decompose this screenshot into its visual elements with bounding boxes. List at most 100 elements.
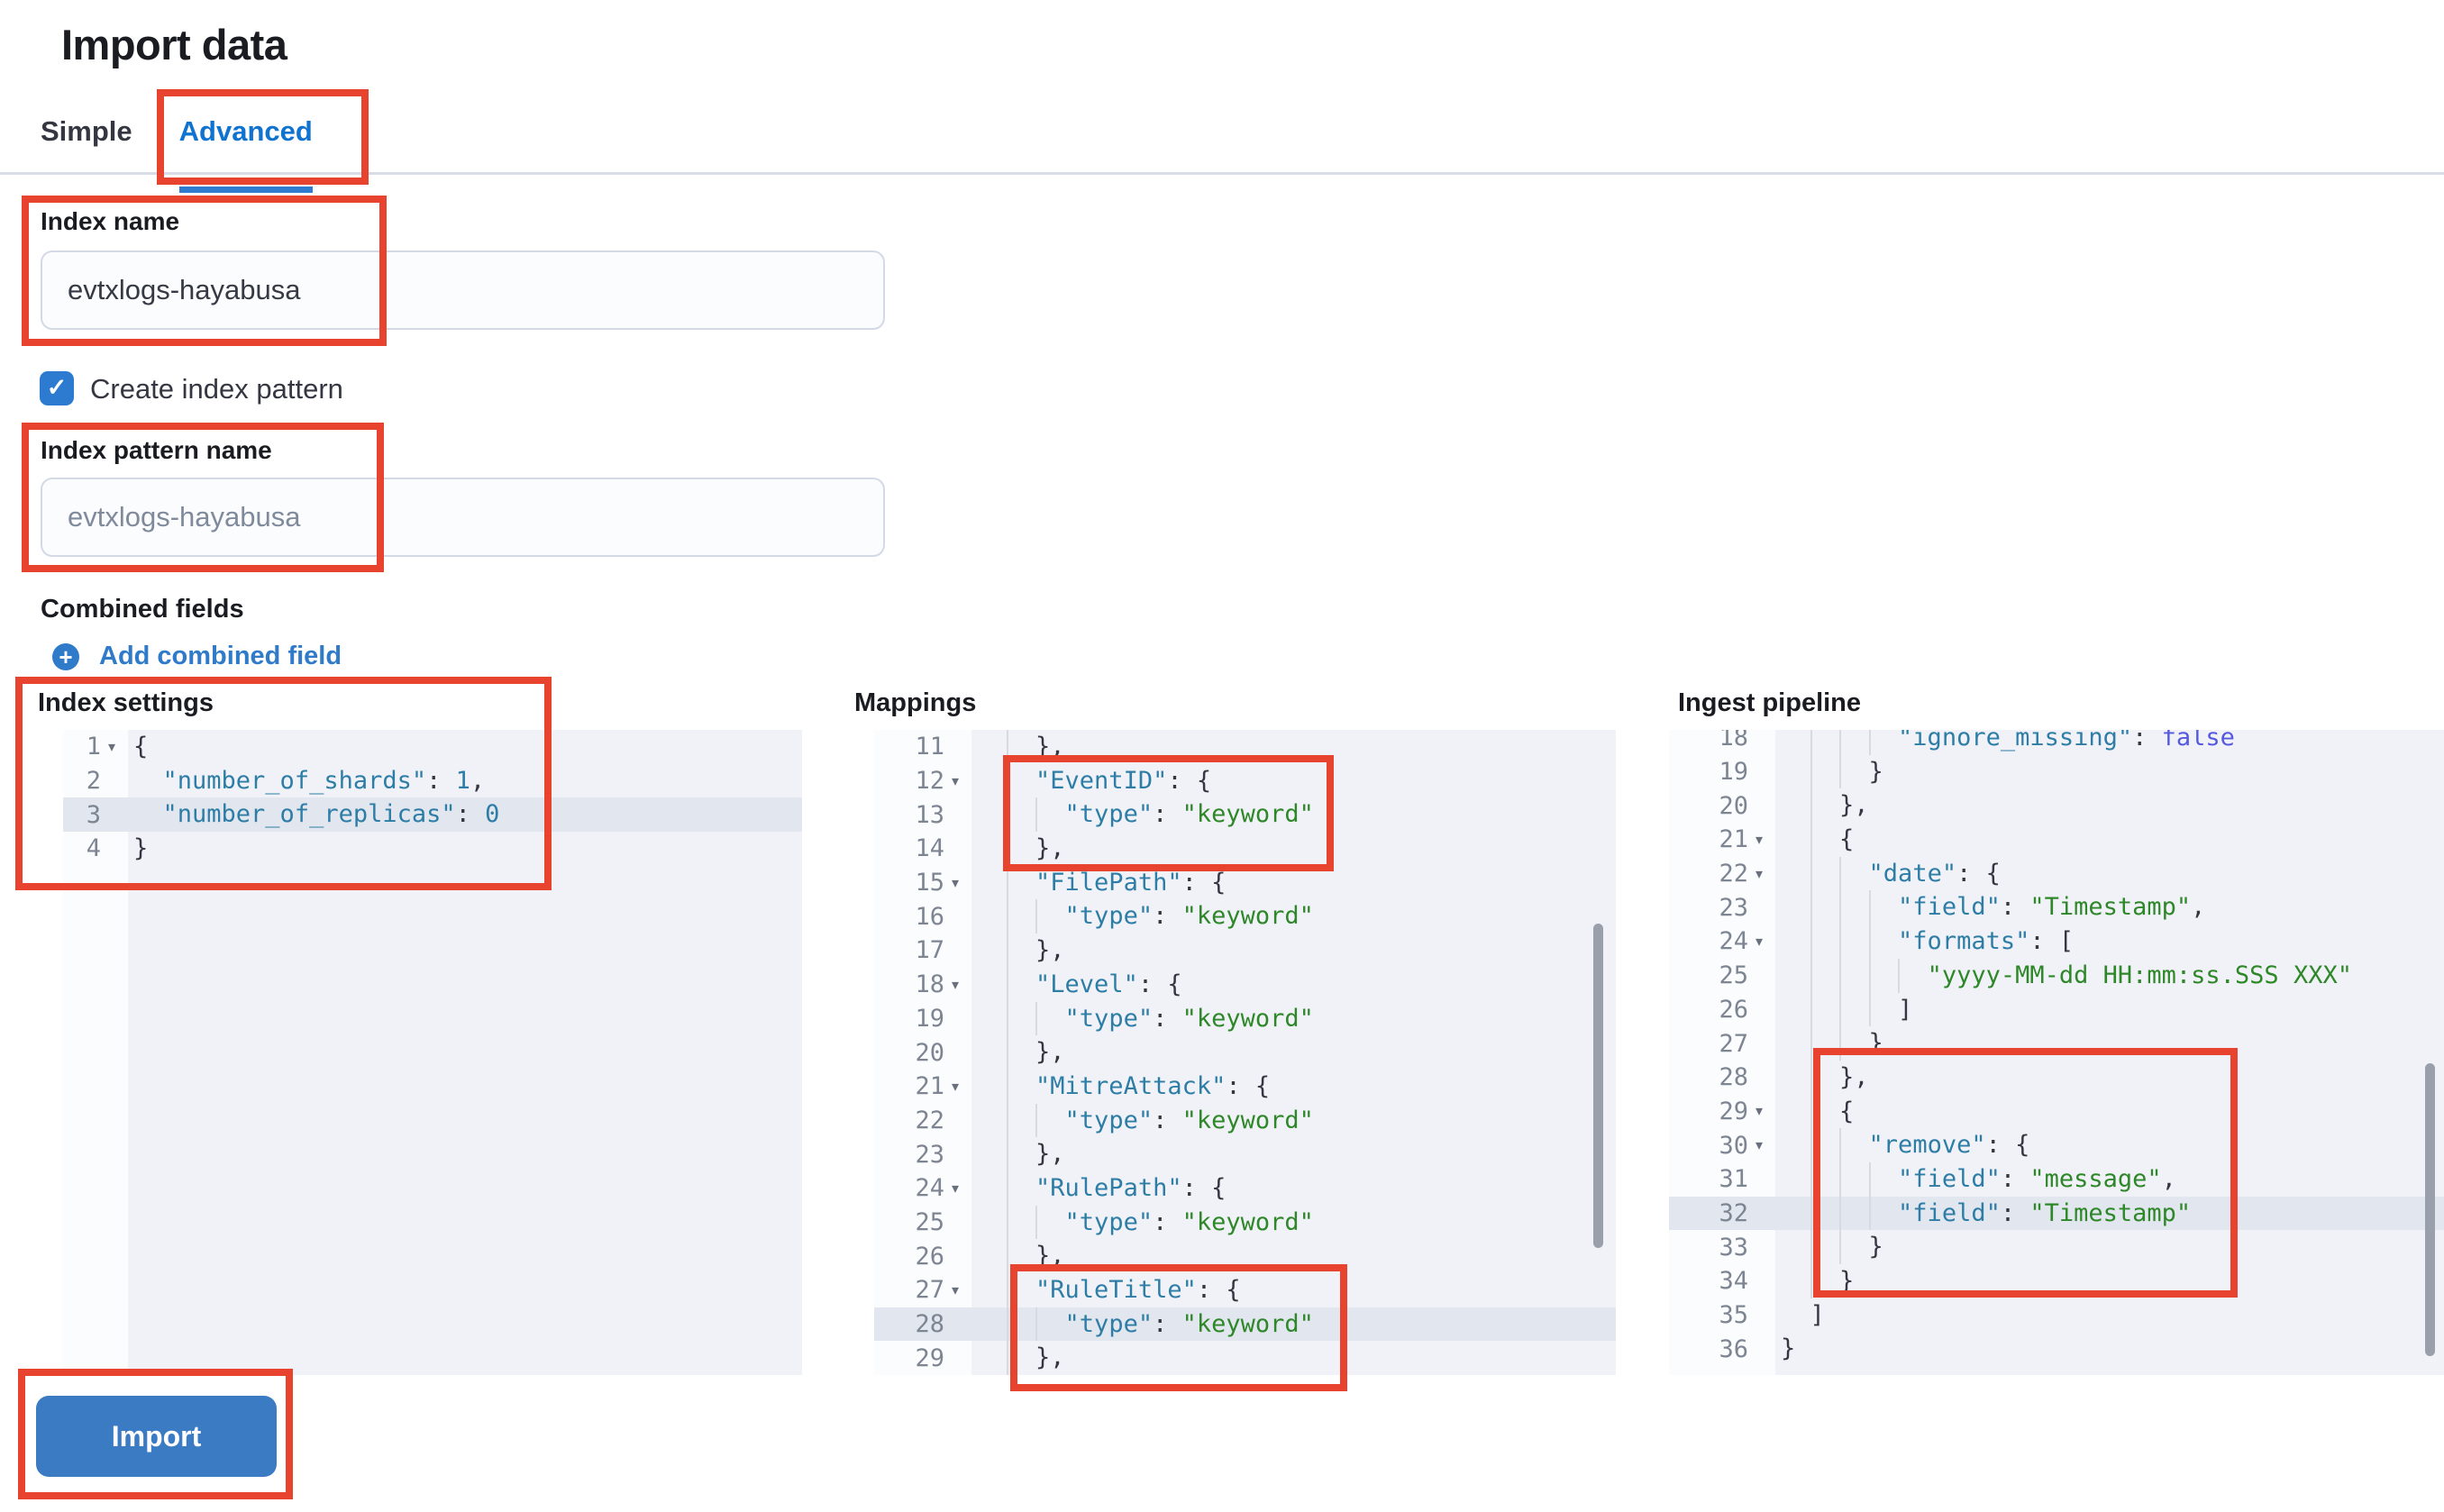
fold-arrow-icon[interactable]: ▾	[951, 875, 960, 891]
indent-guide	[1810, 992, 1812, 1027]
fold-arrow-icon[interactable]: ▾	[107, 739, 116, 755]
indent-guide	[1006, 1170, 1008, 1206]
fold-arrow-icon[interactable]: ▾	[951, 1282, 960, 1298]
code-line-12: 12▾ "EventID": {	[874, 763, 1616, 798]
line-number: 11	[915, 733, 944, 761]
indent-guide	[1839, 992, 1842, 1027]
code-line-20: 20 },	[874, 1035, 1616, 1070]
code-line-25: 25 "yyyy-MM-dd HH:mm:ss.SSS XXX"	[1669, 958, 2444, 993]
indent-guide	[1006, 1069, 1008, 1104]
indent-guide	[1810, 1026, 1812, 1061]
indent-guide	[1006, 967, 1008, 1002]
indent-guide	[1810, 1094, 1812, 1129]
index-name-input[interactable]	[41, 250, 885, 330]
fold-arrow-icon[interactable]: ▾	[951, 1079, 960, 1095]
line-number: 30	[1719, 1131, 1748, 1160]
indent-guide	[1868, 1161, 1871, 1197]
code-line-3: 3 "number_of_replicas": 0	[63, 797, 802, 833]
add-combined-field-button[interactable]: + Add combined field	[52, 642, 342, 671]
indent-guide	[1839, 1230, 1842, 1264]
indent-guide	[1868, 890, 1871, 925]
line-number: 19	[915, 1004, 944, 1033]
code-line-22: 22▾ "date": {	[1669, 856, 2444, 891]
indent-guide	[1006, 763, 1008, 798]
line-number: 26	[915, 1242, 944, 1271]
fold-arrow-icon[interactable]: ▾	[1755, 1104, 1764, 1120]
indent-guide	[1035, 797, 1038, 833]
indent-guide	[1868, 992, 1871, 1027]
code-line-23: 23 },	[874, 1137, 1616, 1171]
indent-guide	[1035, 899, 1038, 934]
code-line-32: 32 "field": "Timestamp"	[1669, 1196, 2444, 1231]
indent-guide	[1868, 958, 1871, 993]
line-number: 1	[86, 733, 101, 761]
fold-arrow-icon[interactable]: ▾	[1755, 1138, 1764, 1154]
line-number: 22	[1719, 860, 1748, 888]
line-number: 25	[1719, 961, 1748, 990]
code-line-28: 28 "type": "keyword"	[874, 1307, 1616, 1342]
code-line-34: 34 }	[1669, 1264, 2444, 1298]
line-number: 28	[1719, 1063, 1748, 1092]
code-line-19: 19 "type": "keyword"	[874, 1001, 1616, 1036]
indent-guide	[1006, 1035, 1008, 1070]
tab-advanced[interactable]: Advanced	[178, 115, 314, 193]
add-combined-field-label: Add combined field	[99, 642, 342, 670]
code-line-31: 31 "field": "message",	[1669, 1161, 2444, 1197]
fold-arrow-icon[interactable]: ▾	[951, 773, 960, 789]
code-line-24: 24▾ "formats": [	[1669, 925, 2444, 959]
code-line-27: 27▾ "RuleTitle": {	[874, 1273, 1616, 1307]
fold-arrow-icon[interactable]: ▾	[951, 977, 960, 993]
index-settings-editor[interactable]: 1▾{2 "number_of_shards": 1,3 "number_of_…	[63, 730, 802, 1375]
line-number: 13	[915, 800, 944, 829]
fold-arrow-icon[interactable]: ▾	[1755, 832, 1764, 848]
tab-simple[interactable]: Simple	[41, 115, 132, 147]
line-number: 18	[1719, 730, 1748, 752]
indent-guide	[1006, 1001, 1008, 1036]
line-number: 21	[915, 1072, 944, 1101]
page-title: Import data	[61, 21, 287, 68]
mappings-editor[interactable]: 11 },12▾ "EventID": {13 "type": "keyword…	[874, 730, 1616, 1375]
indent-guide	[1810, 730, 1812, 755]
code-line-15: 15▾ "FilePath": {	[874, 865, 1616, 900]
indent-guide	[1810, 925, 1812, 959]
code-line-2: 2 "number_of_shards": 1,	[86, 766, 486, 796]
code-rows: 11 },12▾ "EventID": {13 "type": "keyword…	[874, 730, 1616, 1375]
indent-guide	[1810, 823, 1812, 857]
line-number: 16	[915, 902, 944, 931]
ingest-pipeline-scrollbar[interactable]	[2425, 1063, 2435, 1356]
code-line-19: 19 }	[1669, 754, 2444, 789]
indent-guide	[1839, 925, 1842, 959]
fold-arrow-icon[interactable]: ▾	[1755, 866, 1764, 882]
tab-bar: Simple Advanced	[41, 115, 314, 193]
indent-guide	[1839, 1196, 1842, 1231]
indent-guide	[1006, 1205, 1008, 1240]
line-number: 34	[1719, 1267, 1748, 1296]
indent-guide	[1839, 1128, 1842, 1162]
code-line-24: 24▾ "RulePath": {	[874, 1170, 1616, 1206]
create-index-pattern-checkbox[interactable]: ✓	[40, 371, 74, 405]
line-number: 18	[915, 970, 944, 999]
import-button[interactable]: Import	[36, 1396, 277, 1477]
indent-guide	[1035, 1205, 1038, 1240]
line-number: 20	[915, 1038, 944, 1067]
indent-guide	[1006, 865, 1008, 900]
line-number: 2	[86, 767, 101, 796]
line-number: 36	[1719, 1334, 1748, 1363]
code-line-17: 17 },	[874, 934, 1616, 968]
line-number: 25	[915, 1207, 944, 1236]
line-number: 17	[915, 936, 944, 965]
line-number: 27	[915, 1276, 944, 1305]
indent-guide	[1810, 754, 1812, 789]
mappings-scrollbar[interactable]	[1593, 924, 1603, 1248]
line-number: 4	[86, 834, 101, 863]
line-number: 20	[1719, 791, 1748, 820]
index-pattern-name-input[interactable]	[41, 478, 885, 557]
check-icon: ✓	[46, 373, 68, 401]
indent-guide	[1006, 1239, 1008, 1273]
fold-arrow-icon[interactable]: ▾	[1755, 934, 1764, 950]
fold-arrow-icon[interactable]: ▾	[951, 1180, 960, 1197]
code-line-35: 35 ]	[1719, 1300, 1825, 1330]
indent-guide	[1810, 1060, 1812, 1095]
indent-guide	[1006, 1307, 1008, 1342]
